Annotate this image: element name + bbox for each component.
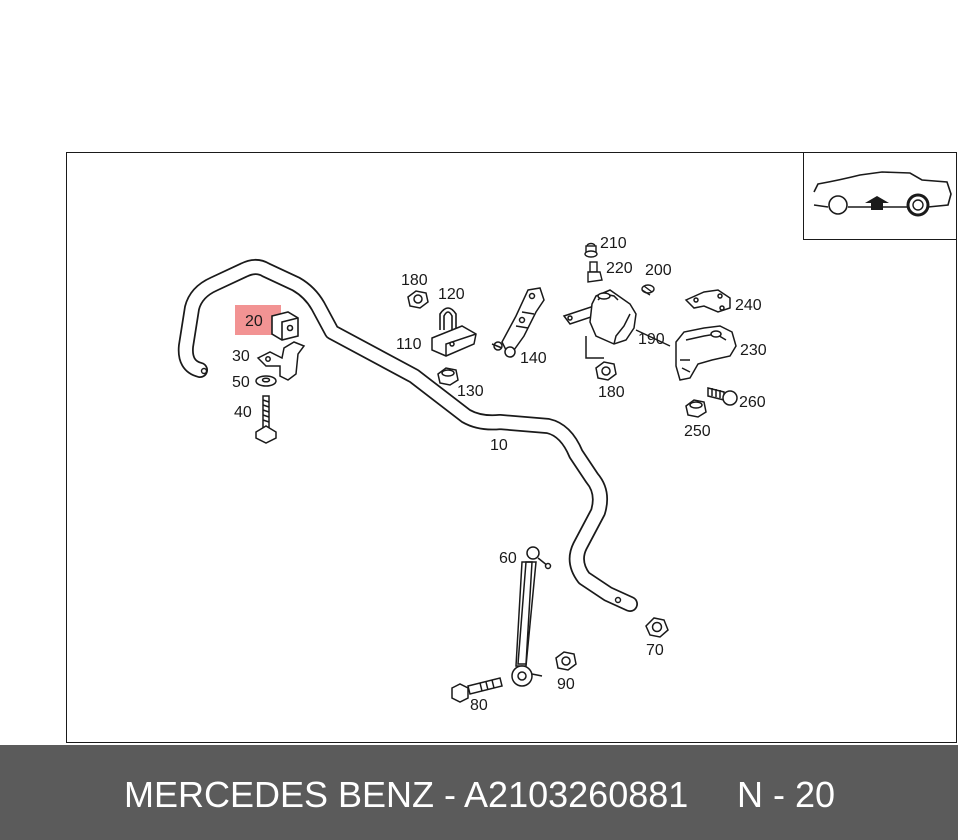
label-part-230: 230: [740, 342, 767, 359]
footer-position: N - 20: [737, 774, 836, 815]
footer-bar: MERCEDES BENZ - A2103260881 N - 20: [0, 745, 958, 840]
label-part-180-lower: 180: [598, 384, 625, 401]
vehicle-location-inset: [803, 152, 957, 240]
label-part-220: 220: [606, 260, 633, 277]
fitting-part-220[interactable]: [587, 261, 603, 283]
nut-part-250[interactable]: [685, 399, 707, 418]
label-part-110: 110: [396, 336, 422, 353]
label-part-250: 250: [684, 423, 711, 440]
nut-part-130[interactable]: [437, 367, 459, 386]
linkage-part-140[interactable]: [491, 287, 545, 358]
u-bolt-part-120[interactable]: [439, 307, 457, 330]
bracket-part-110[interactable]: [431, 325, 477, 357]
nut-part-180-lower[interactable]: [595, 361, 617, 381]
label-part-180-upper: 180: [401, 272, 428, 289]
label-part-80: 80: [470, 697, 488, 714]
mount-part-230[interactable]: [675, 325, 737, 381]
level-sensor-part-190[interactable]: [562, 289, 671, 359]
label-part-120: 120: [438, 286, 465, 303]
label-part-240: 240: [735, 297, 762, 314]
nut-part-180-upper[interactable]: [407, 290, 429, 309]
label-part-70: 70: [646, 642, 664, 659]
label-part-20[interactable]: 20: [245, 313, 263, 330]
bolt-part-40[interactable]: [255, 395, 277, 444]
coupling-link-part-60[interactable]: [511, 546, 552, 687]
clamp-part-30[interactable]: [256, 341, 306, 381]
label-part-190: 190: [638, 331, 665, 348]
label-part-140: 140: [520, 350, 547, 367]
bushing-part-20[interactable]: [271, 311, 299, 341]
bracket-plate-part-240[interactable]: [684, 289, 731, 313]
label-part-50: 50: [232, 374, 250, 391]
washer-part-50[interactable]: [255, 375, 277, 387]
diagram-frame: [66, 152, 957, 743]
label-part-90: 90: [557, 676, 575, 693]
up-arrow-icon: [865, 196, 889, 210]
bolt-part-260[interactable]: [707, 387, 738, 406]
label-part-60: 60: [499, 550, 517, 567]
plug-part-200[interactable]: [641, 284, 655, 296]
label-part-130: 130: [457, 383, 484, 400]
label-part-210: 210: [600, 235, 627, 252]
bolt-part-80[interactable]: [451, 677, 503, 703]
label-part-260: 260: [739, 394, 766, 411]
label-part-200: 200: [645, 262, 672, 279]
label-part-40: 40: [234, 404, 252, 421]
label-part-10: 10: [490, 437, 508, 454]
nut-part-90[interactable]: [555, 651, 577, 671]
label-part-30: 30: [232, 348, 250, 365]
exploded-parts-diagram: 10 20 30 50 40 180 120 110 130 140 210 2…: [177, 171, 952, 714]
nut-part-70[interactable]: [645, 617, 669, 638]
stabilizer-bar: [177, 259, 638, 612]
cap-part-210[interactable]: [584, 242, 598, 258]
footer-title: MERCEDES BENZ - A2103260881: [124, 774, 689, 815]
